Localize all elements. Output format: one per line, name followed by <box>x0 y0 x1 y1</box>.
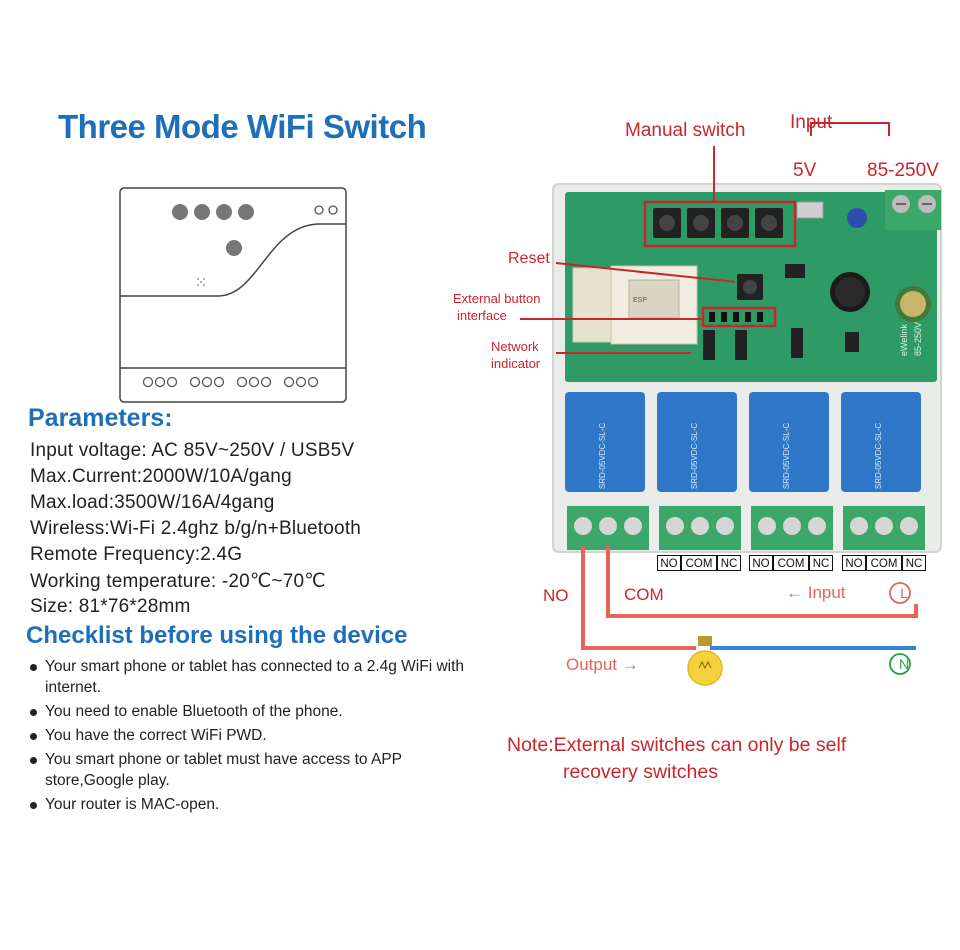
checklist-heading: Checklist before using the device <box>26 622 408 649</box>
external-button-pointer <box>520 318 703 320</box>
network-indicator-label-1: Network <box>491 339 539 354</box>
terminal-label: NC <box>809 555 833 571</box>
param-working-temperature: Working temperature: -20℃~70℃ <box>30 571 326 592</box>
terminal-label: COM <box>681 555 717 571</box>
light-bulb-icon <box>687 636 723 686</box>
note-line-2: recovery switches <box>563 761 718 783</box>
input-bracket <box>810 122 890 136</box>
terminal-label: NC <box>902 555 926 571</box>
relay-2-model: SRD-05VDC-SL-C <box>690 423 699 489</box>
external-button-label-1: External button <box>453 291 541 306</box>
pcb-brand-text: eWelink <box>899 324 909 356</box>
label-5v: 5V <box>793 160 817 181</box>
manual-switch-pointer <box>713 146 715 202</box>
note-line-1: Note:External switches can only be self <box>507 734 847 756</box>
terminal-label: COM <box>866 555 902 571</box>
param-max-current: Max.Current:2000W/10A/gang <box>30 466 292 487</box>
device-illustration <box>119 187 347 403</box>
terminal-label: NO <box>842 555 866 571</box>
neutral-symbol-icon <box>889 653 911 675</box>
param-wireless: Wireless:Wi-Fi 2.4ghz b/g/n+Bluetooth <box>30 518 362 539</box>
parameters-heading: Parameters: <box>28 404 173 432</box>
pcb-voltage-text: 85-250V <box>913 322 923 356</box>
terminal-labels-3: NO COM NC <box>842 555 926 571</box>
wiring-diagram <box>581 546 918 686</box>
terminal-label: NO <box>749 555 773 571</box>
manual-switch-buttons <box>643 200 797 248</box>
device-terminal-holes <box>142 376 319 388</box>
page-title: Three Mode WiFi Switch <box>58 108 427 145</box>
wire-com-label: COM <box>624 585 664 604</box>
checklist-item: Your smart phone or tablet has connected… <box>28 656 478 698</box>
terminal-label: NO <box>657 555 681 571</box>
reset-label: Reset <box>508 250 550 267</box>
relay-4-model: SRD-05VDC-SL-C <box>874 423 883 489</box>
terminal-labels-2: NO COM NC <box>749 555 833 571</box>
line-symbol-label: L <box>900 585 908 601</box>
checklist: Your smart phone or tablet has connected… <box>28 656 478 818</box>
param-size: Size: 81*76*28mm <box>30 596 191 617</box>
checklist-item: Your router is MAC-open. <box>28 794 478 815</box>
checklist-item: You have the correct WiFi PWD. <box>28 725 478 746</box>
param-remote-frequency: Remote Frequency:2.4G <box>30 544 243 565</box>
label-85-250v: 85-250V <box>867 160 939 181</box>
wire-no-label: NO <box>543 586 569 605</box>
network-indicator-label-2: indicator <box>491 356 541 371</box>
checklist-item: You smart phone or tablet must have acce… <box>28 749 478 791</box>
relays: SRD-05VDC-SL-C SRD-05VDC-SL-C SRD-05VDC-… <box>565 392 921 492</box>
checklist-item: You need to enable Bluetooth of the phon… <box>28 701 478 722</box>
param-input-voltage: Input voltage: AC 85V~250V / USB5V <box>30 440 355 461</box>
param-max-load: Max.load:3500W/16A/4gang <box>30 492 275 513</box>
pcb-board: ESP eWelink 85-250V SRD-05VDC-SL-C SRD-0… <box>552 183 942 553</box>
input-arrow-label: ← Input <box>786 583 846 602</box>
external-button-label-2: interface <box>457 308 507 323</box>
device-button-dots <box>172 204 254 256</box>
neutral-symbol-label: N <box>898 656 910 672</box>
relay-3-model: SRD-05VDC-SL-C <box>782 423 791 489</box>
network-indicator-pointer <box>556 352 691 354</box>
svg-text:ESP: ESP <box>633 297 647 304</box>
manual-switch-label: Manual switch <box>625 120 746 141</box>
wifi-module: ESP <box>572 265 698 345</box>
terminal-labels-1: NO COM NC <box>657 555 741 571</box>
line-symbol-icon <box>889 582 911 604</box>
note: Note:External switches can only be self … <box>507 732 846 786</box>
output-arrow-label: Output → <box>566 655 639 674</box>
relay-1-model: SRD-05VDC-SL-C <box>598 423 607 489</box>
terminal-label: NC <box>717 555 741 571</box>
terminal-label: COM <box>773 555 809 571</box>
